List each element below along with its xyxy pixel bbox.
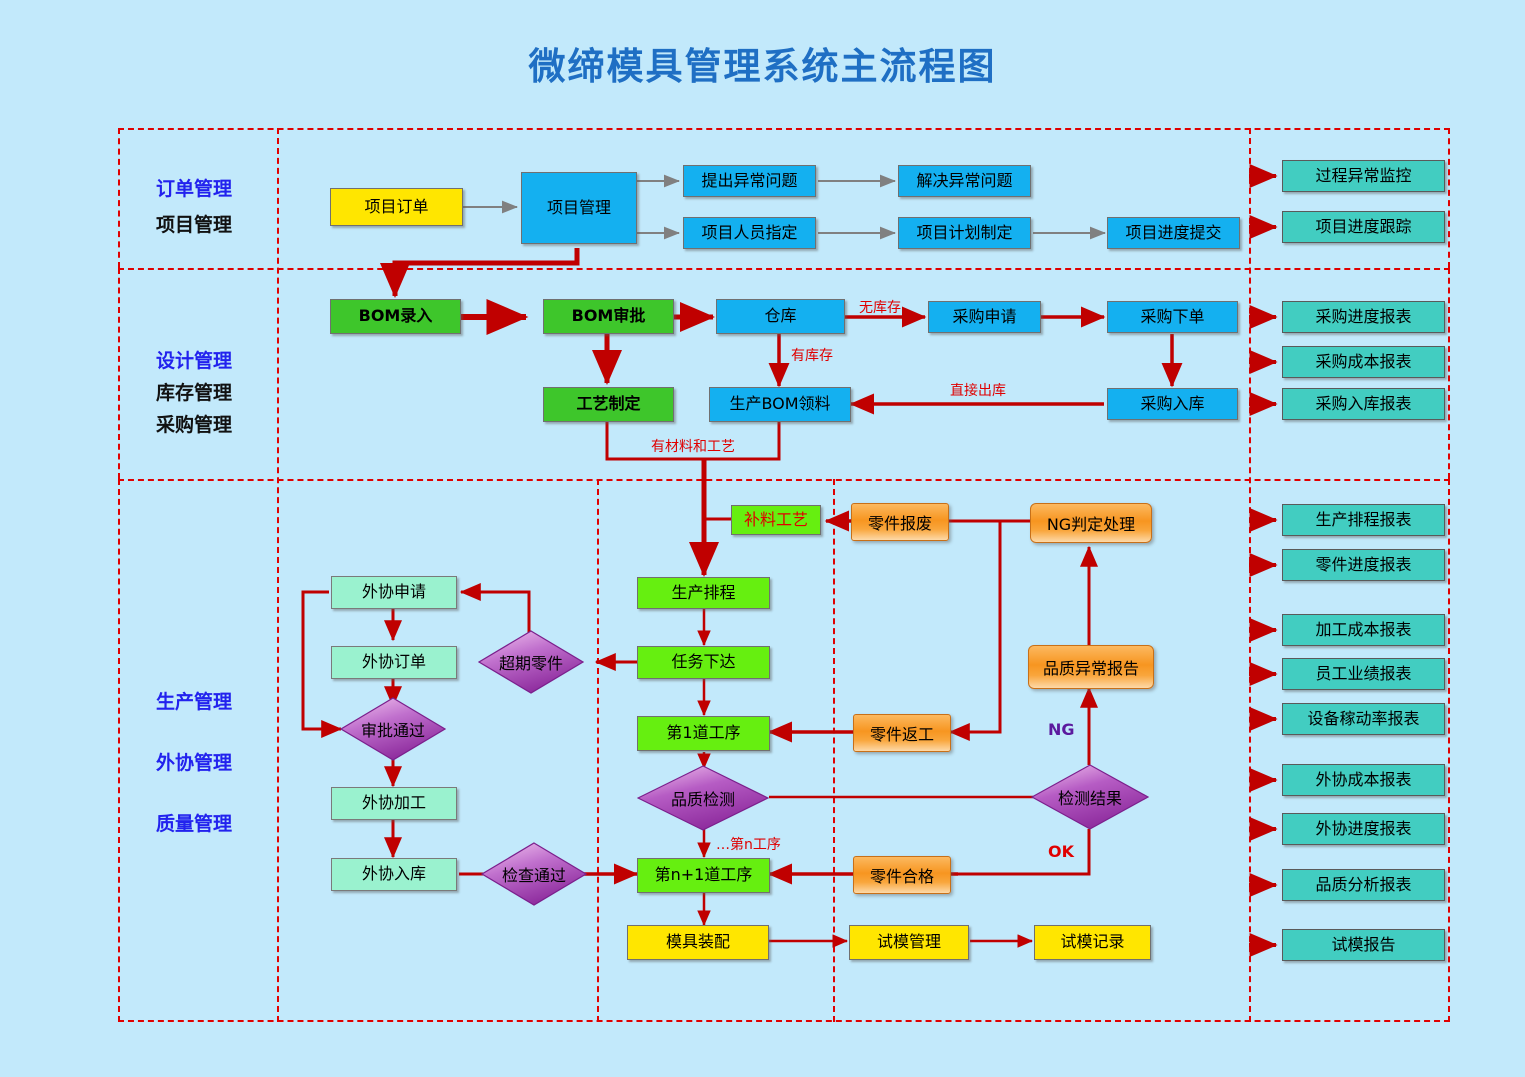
report-employee-performance[interactable]: 员工业绩报表 bbox=[1282, 658, 1445, 690]
band-label-design-3: 采购管理 bbox=[156, 414, 233, 436]
edge-label-has-material-process: 有材料和工艺 bbox=[651, 439, 735, 455]
node-overdue-part[interactable]: 超期零件 bbox=[477, 630, 585, 694]
report-equipment-utilization[interactable]: 设备稼动率报表 bbox=[1282, 703, 1445, 735]
page-title: 微缔模具管理系统主流程图 bbox=[528, 45, 997, 88]
node-outsource-request[interactable]: 外协申请 bbox=[331, 576, 457, 609]
band-divider-mid-production bbox=[597, 479, 599, 1022]
node-ng-handling[interactable]: NG判定处理 bbox=[1030, 503, 1152, 543]
band-production-management bbox=[118, 479, 1450, 1022]
node-replenish-process[interactable]: 补料工艺 bbox=[731, 505, 821, 535]
node-part-qualified[interactable]: 零件合格 bbox=[853, 856, 951, 894]
band-label-design-1: 设计管理 bbox=[156, 350, 233, 372]
report-production-schedule[interactable]: 生产排程报表 bbox=[1282, 504, 1445, 536]
node-bom-entry[interactable]: BOM录入 bbox=[330, 299, 461, 334]
node-purchase-instock[interactable]: 采购入库 bbox=[1107, 388, 1238, 420]
node-process-step-n1-label: 第n+1道工序 bbox=[654, 865, 753, 885]
node-warehouse[interactable]: 仓库 bbox=[716, 299, 845, 334]
band-label-production-1: 生产管理 bbox=[156, 691, 233, 713]
node-part-rework[interactable]: 零件返工 bbox=[853, 714, 951, 752]
edge-label-direct-out: 直接出库 bbox=[950, 383, 1006, 399]
band-label-design-2: 库存管理 bbox=[156, 382, 233, 404]
report-purchase-cost[interactable]: 采购成本报表 bbox=[1282, 346, 1445, 378]
report-purchase-progress[interactable]: 采购进度报表 bbox=[1282, 301, 1445, 333]
node-trial-management[interactable]: 试模管理 bbox=[849, 925, 969, 960]
node-trial-record[interactable]: 试模记录 bbox=[1034, 925, 1151, 960]
node-task-release[interactable]: 任务下达 bbox=[637, 646, 770, 679]
node-process-step-n1[interactable]: 第n+1道工序 bbox=[637, 858, 770, 893]
node-mold-assembly[interactable]: 模具装配 bbox=[627, 925, 769, 960]
node-process-step-1[interactable]: 第1道工序 bbox=[637, 716, 770, 751]
node-overdue-part-label: 超期零件 bbox=[498, 654, 563, 673]
report-outsource-progress[interactable]: 外协进度报表 bbox=[1282, 813, 1445, 845]
node-approve-pass-label: 审批通过 bbox=[360, 721, 425, 740]
node-raise-issue[interactable]: 提出异常问题 bbox=[683, 165, 816, 197]
report-outsource-cost[interactable]: 外协成本报表 bbox=[1282, 764, 1445, 796]
band-label-production-2: 外协管理 bbox=[156, 752, 233, 774]
node-outsource-order[interactable]: 外协订单 bbox=[331, 646, 457, 679]
band-order-management bbox=[118, 128, 1450, 268]
node-approve-pass[interactable]: 审批通过 bbox=[339, 697, 447, 761]
node-part-scrap[interactable]: 零件报废 bbox=[851, 503, 949, 541]
node-process-plan[interactable]: 工艺制定 bbox=[543, 387, 674, 422]
edge-label-step-n: …第n工序 bbox=[716, 837, 781, 853]
node-submit-progress[interactable]: 项目进度提交 bbox=[1107, 217, 1240, 249]
node-quality-check[interactable]: 品质检测 bbox=[636, 765, 770, 831]
band-design-management bbox=[118, 268, 1450, 479]
report-part-progress[interactable]: 零件进度报表 bbox=[1282, 549, 1445, 581]
node-quality-check-label: 品质检测 bbox=[670, 790, 735, 809]
edge-label-ng: NG bbox=[1048, 720, 1075, 739]
band-divider-mid2-production bbox=[833, 479, 835, 1022]
node-production-schedule[interactable]: 生产排程 bbox=[637, 577, 770, 609]
node-process-step-1-label: 第1道工序 bbox=[666, 723, 741, 743]
band-divider-left bbox=[277, 128, 279, 1022]
report-machining-cost[interactable]: 加工成本报表 bbox=[1282, 614, 1445, 646]
node-bom-approve[interactable]: BOM审批 bbox=[543, 299, 674, 334]
band-divider-right bbox=[1249, 128, 1251, 1022]
node-inspect-result-label: 检测结果 bbox=[1057, 789, 1122, 808]
node-purchase-order[interactable]: 采购下单 bbox=[1107, 301, 1238, 333]
band-label-order-2: 项目管理 bbox=[156, 214, 233, 236]
edge-label-ok: OK bbox=[1048, 842, 1074, 861]
report-project-progress-tracking[interactable]: 项目进度跟踪 bbox=[1282, 211, 1445, 243]
node-solve-issue[interactable]: 解决异常问题 bbox=[898, 165, 1031, 197]
report-purchase-instock[interactable]: 采购入库报表 bbox=[1282, 388, 1445, 420]
node-project-order[interactable]: 项目订单 bbox=[330, 188, 463, 226]
node-assign-staff[interactable]: 项目人员指定 bbox=[683, 217, 816, 249]
report-process-abnormal-monitor[interactable]: 过程异常监控 bbox=[1282, 160, 1445, 192]
report-quality-analysis[interactable]: 品质分析报表 bbox=[1282, 869, 1445, 901]
band-label-production-3: 质量管理 bbox=[156, 813, 233, 835]
node-inspect-pass-label: 检查通过 bbox=[501, 866, 566, 885]
node-make-plan[interactable]: 项目计划制定 bbox=[898, 217, 1031, 249]
band-label-order-1: 订单管理 bbox=[156, 178, 233, 200]
node-inspect-result[interactable]: 检测结果 bbox=[1030, 764, 1150, 830]
node-project-management[interactable]: 项目管理 bbox=[521, 172, 637, 244]
node-quality-abnormal-report[interactable]: 品质异常报告 bbox=[1028, 645, 1154, 689]
report-trial-mold[interactable]: 试模报告 bbox=[1282, 929, 1445, 961]
node-outsource-instock[interactable]: 外协入库 bbox=[331, 858, 457, 891]
node-inspect-pass[interactable]: 检查通过 bbox=[480, 842, 588, 906]
edge-label-has-stock: 有库存 bbox=[791, 348, 833, 364]
edge-label-no-stock: 无库存 bbox=[859, 300, 901, 316]
node-prod-bom-pick[interactable]: 生产BOM领料 bbox=[709, 387, 851, 422]
node-purchase-request[interactable]: 采购申请 bbox=[928, 301, 1041, 333]
node-outsource-processing[interactable]: 外协加工 bbox=[331, 787, 457, 820]
